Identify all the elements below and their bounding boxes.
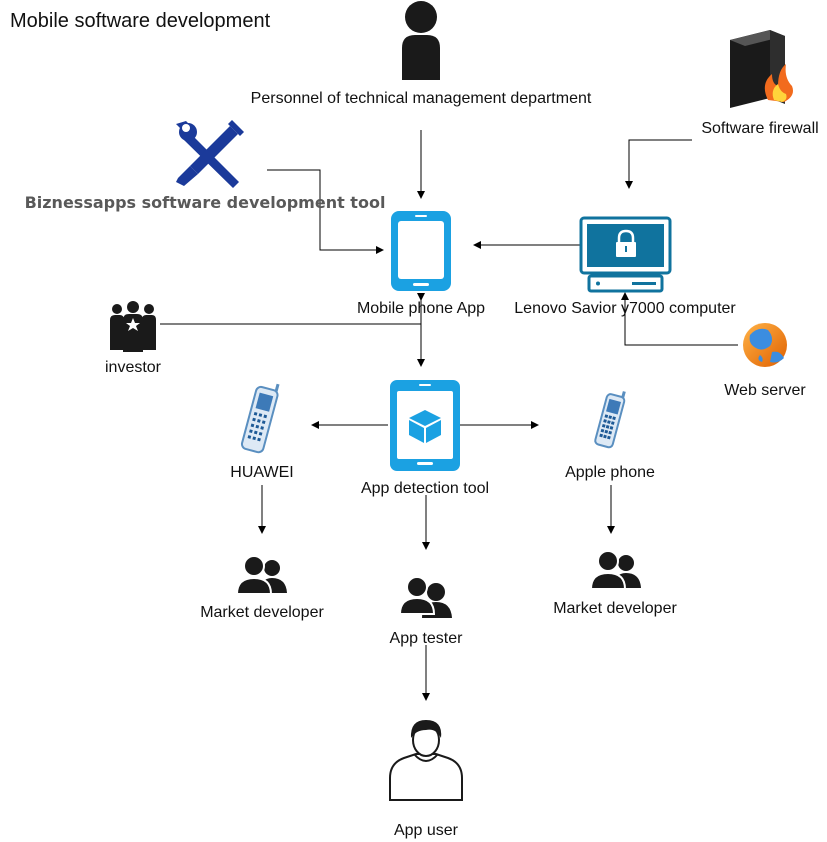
computer-label: Lenovo Savior y7000 computer: [514, 300, 736, 317]
edge-webserver-to-computer: [621, 292, 738, 346]
investor-label: investor: [105, 359, 162, 376]
app-tester-label: App tester: [390, 630, 464, 647]
mobile-phone-icon: [594, 391, 626, 449]
node-investor: investor: [105, 301, 162, 376]
tablet-app-icon: [390, 380, 460, 471]
node-firewall: Software firewall: [701, 30, 819, 137]
market-developer-right-label: Market developer: [553, 600, 677, 617]
user-outline-icon: [389, 720, 463, 801]
diagram-title: Mobile software development: [10, 10, 271, 32]
app-user-label: App user: [394, 822, 459, 839]
edge-firewall-to-computer: [625, 139, 692, 189]
apple-label: Apple phone: [565, 464, 655, 481]
mobile-phone-icon: [240, 383, 280, 454]
firewall-icon: [730, 30, 793, 108]
globe-icon: [743, 323, 787, 367]
node-market-developer-left: Market developer: [200, 555, 324, 621]
node-market-developer-right: Market developer: [553, 550, 677, 617]
node-detection-tool: App detection tool: [361, 380, 489, 497]
secure-computer-icon: [579, 216, 672, 293]
node-apple: Apple phone: [565, 391, 655, 481]
huawei-label: HUAWEI: [230, 464, 293, 481]
users-icon: [589, 550, 641, 590]
web-server-label: Web server: [724, 382, 806, 399]
node-mobile-app: Mobile phone App: [357, 211, 485, 317]
edges: [160, 130, 738, 701]
node-web-server: Web server: [724, 323, 806, 399]
smartphone-icon: [391, 211, 451, 291]
investor-group-icon: [110, 301, 156, 352]
users-icon: [398, 576, 452, 618]
node-app-tester: App tester: [390, 576, 464, 647]
firewall-label: Software firewall: [701, 120, 818, 137]
dev-tool-label: Biznessapps software development tool: [25, 193, 386, 212]
node-personnel: Personnel of technical management depart…: [251, 1, 592, 107]
node-dev-tool: Biznessapps software development tool: [25, 120, 386, 212]
edge-tool-to-app: [267, 169, 384, 254]
personnel-label: Personnel of technical management depart…: [251, 90, 592, 107]
tools-icon: [176, 120, 244, 188]
users-icon: [235, 555, 287, 595]
person-silhouette-icon: [402, 1, 440, 80]
market-developer-left-label: Market developer: [200, 604, 324, 621]
node-computer: Lenovo Savior y7000 computer: [514, 216, 736, 317]
node-app-user: App user: [389, 720, 463, 839]
detection-tool-label: App detection tool: [361, 480, 489, 497]
mobile-app-label: Mobile phone App: [357, 300, 485, 317]
node-huawei: HUAWEI: [230, 383, 294, 481]
